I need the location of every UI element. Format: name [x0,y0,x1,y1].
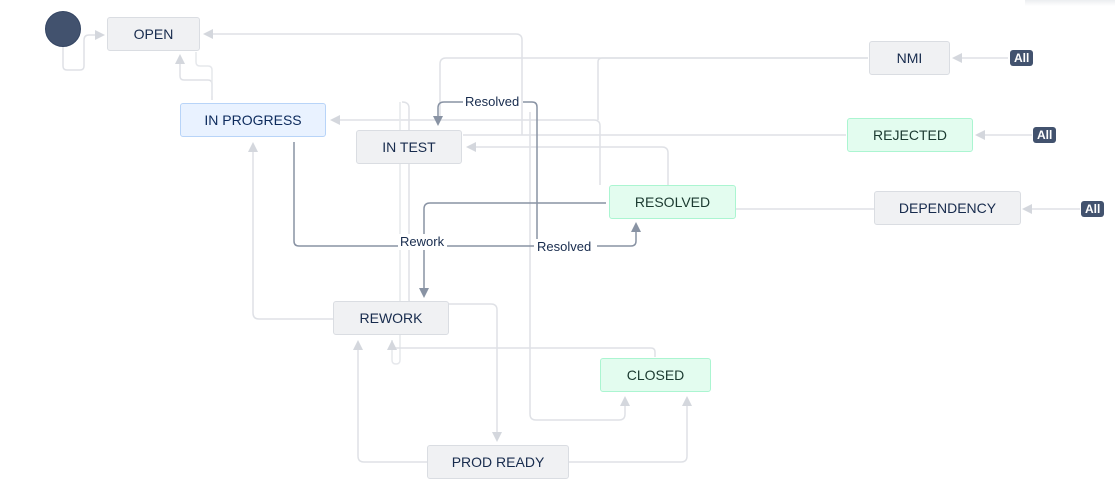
status-in-test[interactable]: IN TEST [356,130,462,164]
transition-label-resolved-bottom[interactable]: Resolved [535,239,594,255]
edge-resolved-intest [466,142,669,185]
status-dependency[interactable]: DEPENDENCY [874,191,1021,225]
status-rejected[interactable]: REJECTED [847,118,973,152]
status-in-progress[interactable]: IN PROGRESS [180,103,326,137]
edge-prodready-rework [353,340,427,463]
global-transition-badge-nmi[interactable]: All [1010,50,1034,66]
status-resolved[interactable]: RESOLVED [609,185,736,219]
edge-resolved-closed [529,112,630,421]
start-node[interactable] [45,11,81,47]
global-transition-badge-rejected[interactable]: All [1033,127,1057,143]
edge-inprogress-rework [293,142,398,247]
edge-start-open [62,30,105,71]
edge-resolved-top-arrow [433,101,463,126]
status-open[interactable]: OPEN [107,17,200,51]
edge-resolved-top-intest [523,101,538,247]
edge-open-inprogress [195,52,213,96]
global-transition-badge-dependency[interactable]: All [1081,201,1105,217]
edge-resolved-rework [419,202,606,298]
edge-closed-rework [387,340,656,357]
edge-nmi-down [597,57,868,120]
transition-label-resolved-top[interactable]: Resolved [463,94,522,110]
edge-intest-loop [391,102,401,365]
edge-prodready-closed [568,396,692,463]
transition-label-rework[interactable]: Rework [398,234,447,250]
edge-intest-loop2 [401,101,410,300]
status-rework[interactable]: REWORK [333,301,449,335]
edge-rework-inprogress [248,142,333,320]
panel-shadow [1025,0,1115,6]
status-nmi[interactable]: NMI [869,41,950,75]
edge-resolved-bottom-arrow [597,222,641,247]
status-prod-ready[interactable]: PROD READY [427,445,569,479]
status-closed[interactable]: CLOSED [600,358,711,392]
edge-nmi-intest [439,57,868,120]
edge-resolved-inprogress [330,115,601,185]
edge-to-open [203,29,523,135]
